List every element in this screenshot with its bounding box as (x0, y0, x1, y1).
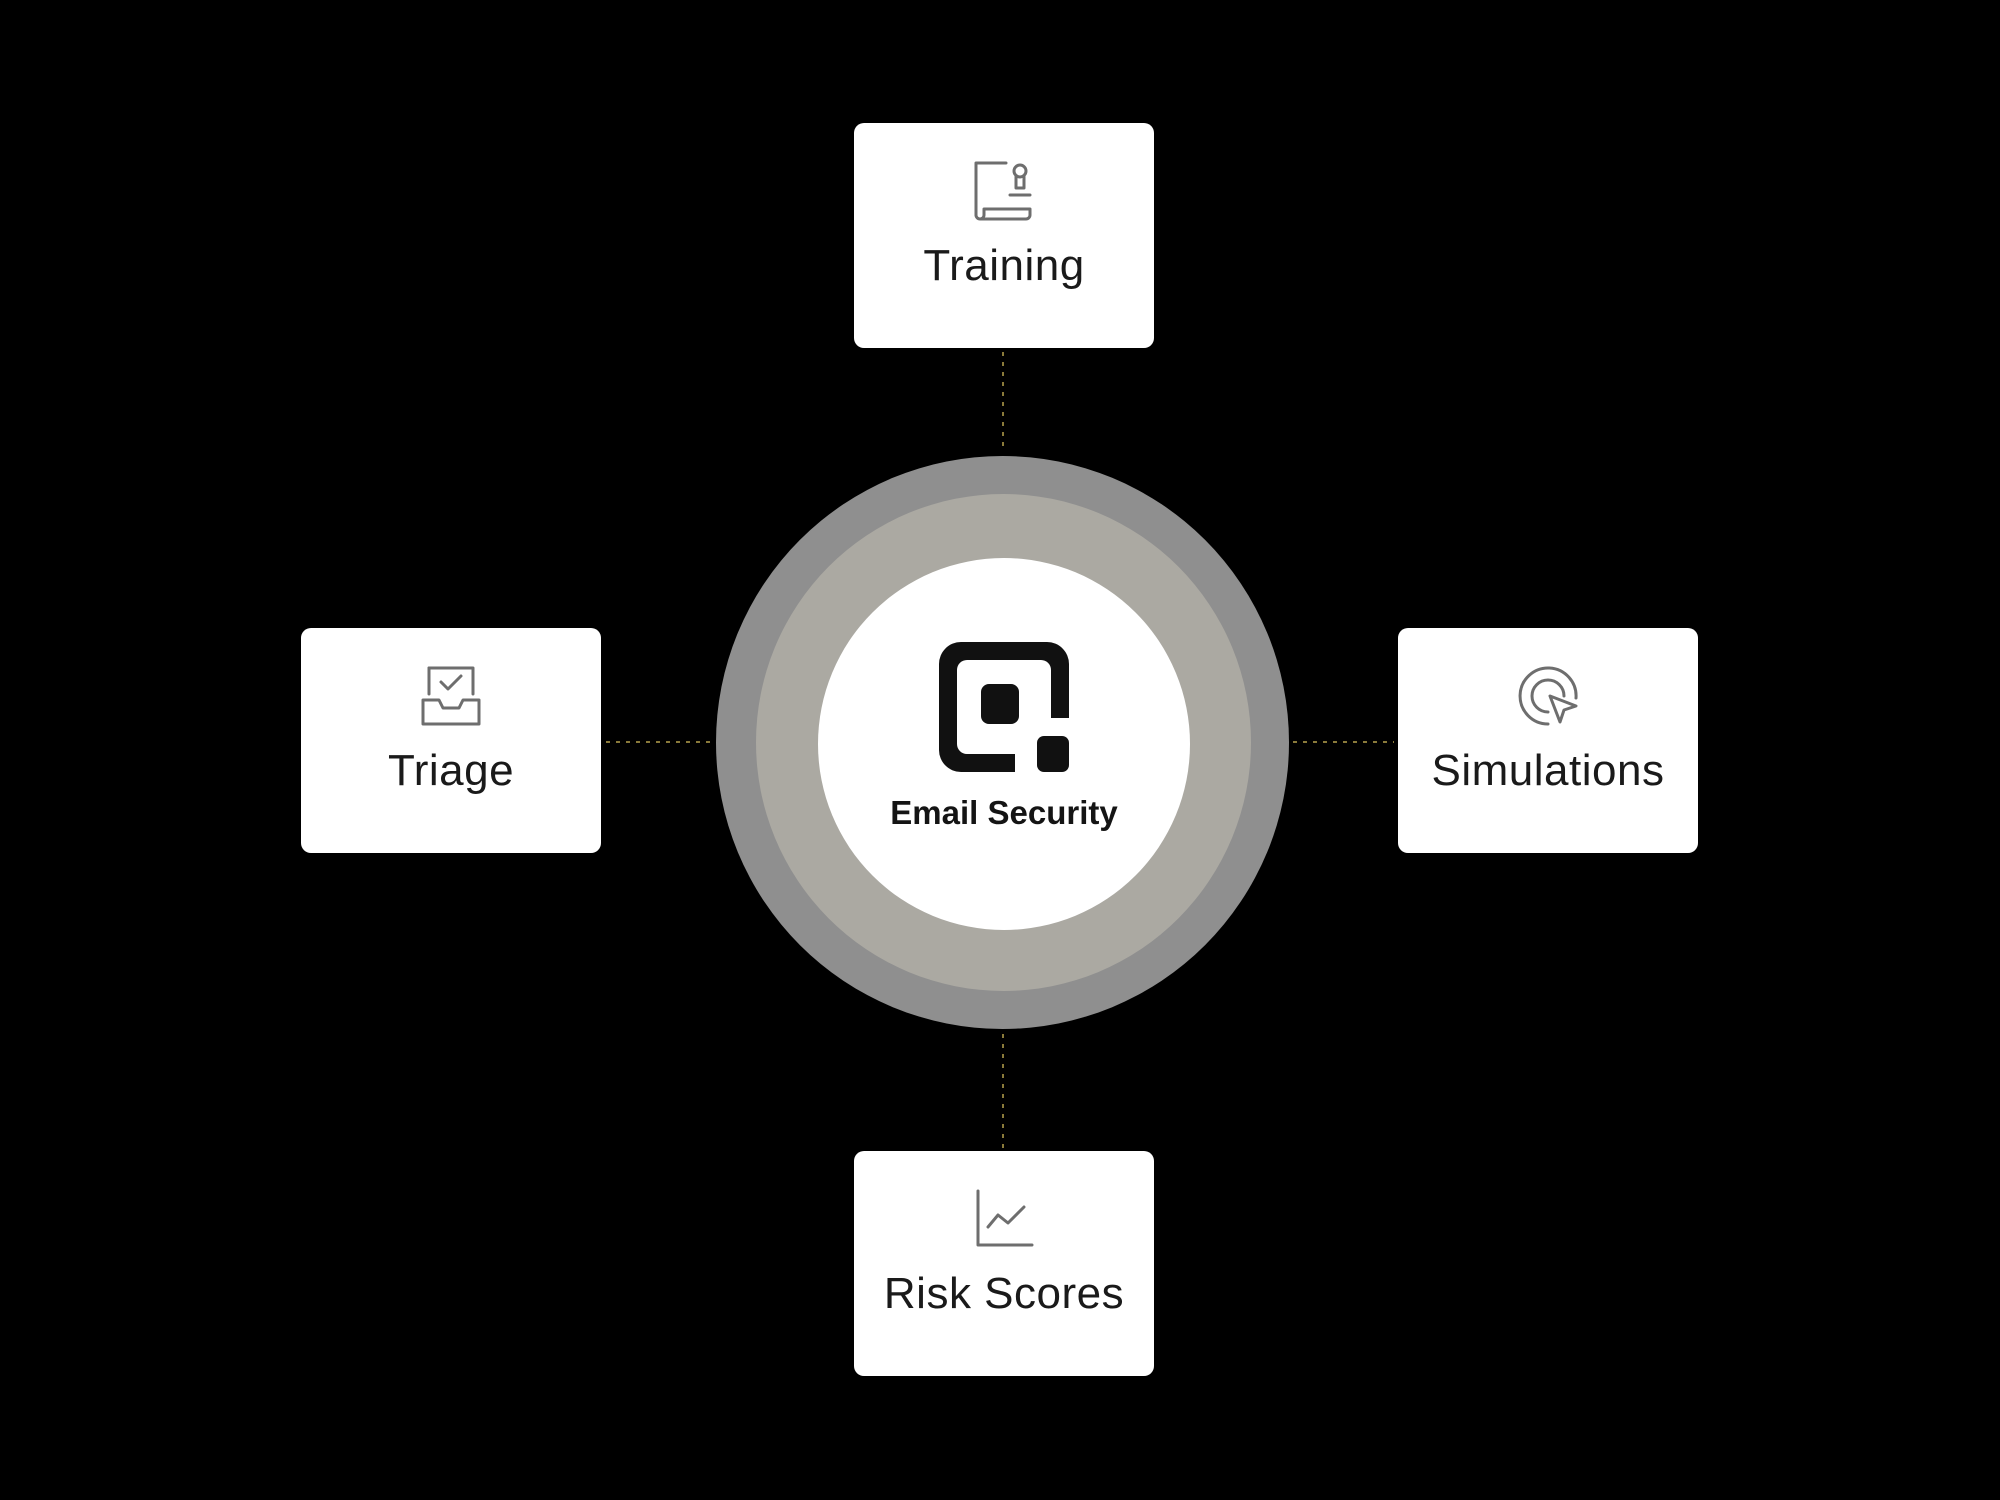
target-cursor-icon (1518, 666, 1578, 726)
inbox-check-icon (421, 666, 481, 726)
hub-label: Email Security (890, 794, 1118, 831)
node-simulations[interactable]: Simulations (1398, 628, 1698, 853)
node-training[interactable]: Training (854, 123, 1154, 348)
certificate-icon (974, 161, 1032, 221)
node-risk-scores[interactable]: Risk Scores (854, 1151, 1154, 1376)
node-training-label: Training (923, 241, 1085, 290)
node-simulations-label: Simulations (1431, 746, 1665, 795)
node-risk-scores-label: Risk Scores (883, 1269, 1125, 1318)
line-chart-icon (976, 1189, 1034, 1247)
node-triage[interactable]: Triage (301, 628, 601, 853)
email-security-logo-icon (939, 642, 1069, 772)
node-triage-label: Triage (387, 746, 515, 795)
hub-email-security[interactable]: Email Security (818, 558, 1190, 930)
